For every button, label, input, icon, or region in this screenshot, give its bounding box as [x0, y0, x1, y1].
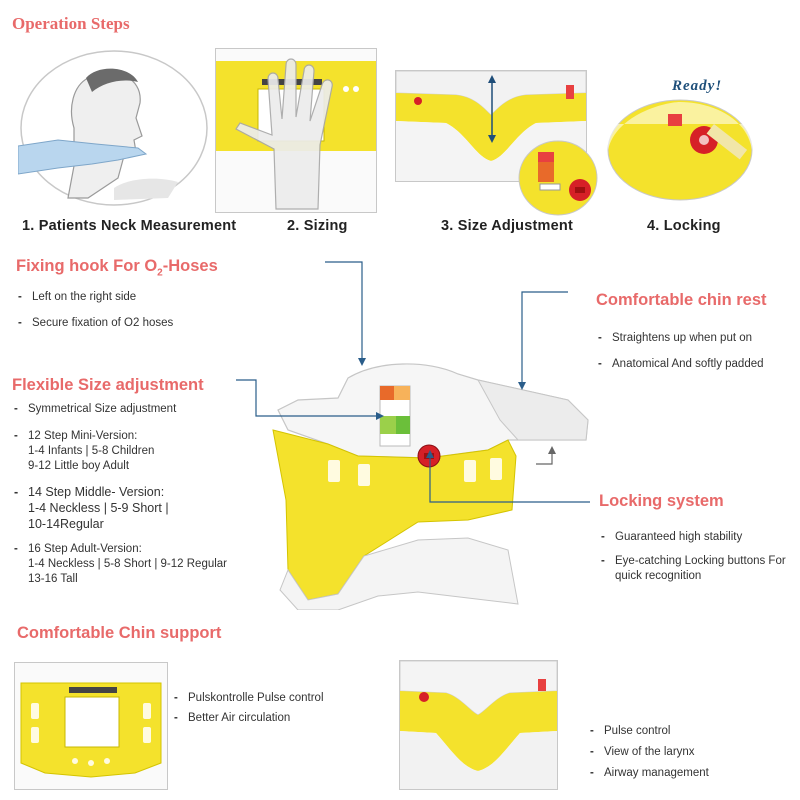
chin-support-left-list: Pulskontrolle Pulse control Better Air c… [172, 691, 372, 726]
list-item: Left on the right side [16, 290, 276, 305]
flexible-title: Flexible Size adjustment [12, 376, 204, 394]
list-item: View of the larynx [588, 745, 788, 760]
hand-icon [235, 58, 333, 210]
step-1-illustration [17, 48, 210, 208]
list-item: Straightens up when put on [596, 331, 796, 346]
list-item: Anatomical And softly padded [596, 357, 796, 372]
chin-rest-list: Straightens up when put on Anatomical An… [596, 331, 796, 372]
flexible-list: Symmetrical Size adjustment 12 Step Mini… [12, 402, 272, 587]
glove-icon [17, 139, 148, 175]
list-item: Pulse control [588, 724, 788, 739]
step-4-illustration [606, 94, 754, 202]
chin-support-title: Comfortable Chin support [17, 624, 222, 642]
locking-list: Guaranteed high stability Eye-catching L… [599, 530, 789, 584]
step-1-label: 1. Patients Neck Measurement [22, 218, 237, 234]
list-item: Airway management [588, 766, 788, 781]
locking-title: Locking system [599, 492, 724, 510]
lock-button-icon [569, 179, 591, 201]
list-item: Pulskontrolle Pulse control [172, 691, 372, 706]
list-item: Better Air circulation [172, 711, 372, 726]
list-item: Symmetrical Size adjustment [12, 402, 272, 417]
fixing-hook-list: Left on the right side Secure fixation o… [16, 290, 276, 331]
lock-button-icon [419, 692, 429, 702]
list-item: Secure fixation of O2 hoses [16, 316, 276, 331]
page-title: Operation Steps [12, 14, 130, 33]
chin-support-right-image [399, 660, 558, 790]
chin-support-right-list: Pulse control View of the larynx Airway … [588, 724, 788, 781]
list-item: Guaranteed high stability [599, 530, 789, 545]
arrow-icon [536, 446, 556, 465]
arrow-up-down-icon [488, 75, 496, 143]
step-3-label: 3. Size Adjustment [441, 218, 573, 234]
chin-support-left-image [14, 662, 168, 790]
list-item: 12 Step Mini-Version: 1-4 Infants | 5-8 … [12, 429, 272, 474]
list-item: 14 Step Middle- Version: 1-4 Neckless | … [12, 484, 272, 532]
chin-rest-title: Comfortable chin rest [596, 291, 767, 309]
step-4-label: 4. Locking [647, 218, 721, 234]
list-item: 16 Step Adult-Version: 1-4 Neckless | 5-… [12, 542, 272, 587]
step-3-zoom-inset [518, 140, 598, 216]
collar-illustration [268, 360, 598, 611]
step-2-illustration [215, 48, 377, 213]
ready-label: Ready! [672, 78, 723, 94]
step-2-label: 2. Sizing [287, 218, 348, 234]
list-item: Eye-catching Locking buttons For quick r… [599, 554, 789, 584]
fixing-hook-title: Fixing hook For O2-Hoses [16, 257, 218, 279]
